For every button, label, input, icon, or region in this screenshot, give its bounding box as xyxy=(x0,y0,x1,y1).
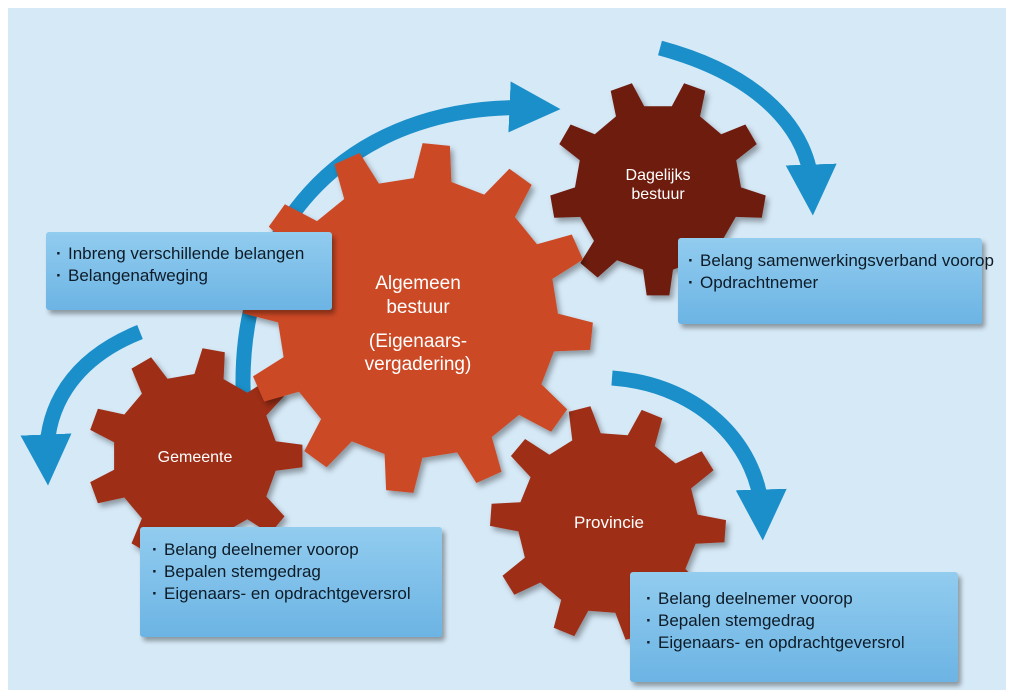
gear-text-line: Dagelijks xyxy=(625,167,691,184)
box-item: Eigenaars- en opdrachtgeversrol xyxy=(646,632,958,654)
arrow-provincie-down xyxy=(611,370,787,541)
arrow-dagelijks-down xyxy=(658,40,837,216)
box-item: Eigenaars- en opdrachtgeversrol xyxy=(152,583,442,605)
gear-gemeente xyxy=(90,348,303,564)
gear-text-line: (Eigenaars- xyxy=(368,330,468,352)
box-item: Belang deelnemer voorop xyxy=(646,588,958,610)
box-item: Bepalen stemgedrag xyxy=(646,610,958,632)
gear-text-line: bestuur xyxy=(386,296,450,318)
gear-text-line: vergadering) xyxy=(364,354,472,376)
gear-text-line: Provincie xyxy=(574,513,644,532)
box-item: Opdrachtnemer xyxy=(688,272,982,294)
gear-text-line: Gemeente xyxy=(157,449,233,466)
gear-text-line: Algemeen xyxy=(375,273,461,294)
gear-text-line: bestuur xyxy=(631,186,685,204)
box-gemeente: Belang deelnemer voorop Bepalen stemgedr… xyxy=(140,527,442,637)
box-dagelijks: Belang samenwerkingsverband voorop Opdra… xyxy=(678,238,994,324)
gear-label-dagelijks: Dagelijks bestuur xyxy=(603,166,713,204)
box-item: Inbreng verschillende belangen xyxy=(56,243,332,265)
gear-label-algemeen: Algemeen bestuur (Eigenaars- vergadering… xyxy=(333,272,503,377)
box-item: Belang deelnemer voorop xyxy=(152,539,442,561)
arrow-gemeente-down xyxy=(20,325,143,486)
gear-label-gemeente: Gemeente xyxy=(140,448,250,468)
box-provincie: Belang deelnemer voorop Bepalen stemgedr… xyxy=(630,572,958,682)
gear-label-provincie: Provincie xyxy=(554,512,664,533)
box-algemeen: Inbreng verschillende belangen Belangena… xyxy=(46,232,332,310)
box-item: Bepalen stemgedrag xyxy=(152,561,442,583)
gear-algemeen xyxy=(243,143,593,493)
box-item: Belangenafweging xyxy=(56,265,332,287)
arrow-to-dagelijks xyxy=(235,81,561,447)
box-item: Belang samenwerkingsverband voorop xyxy=(688,250,994,272)
